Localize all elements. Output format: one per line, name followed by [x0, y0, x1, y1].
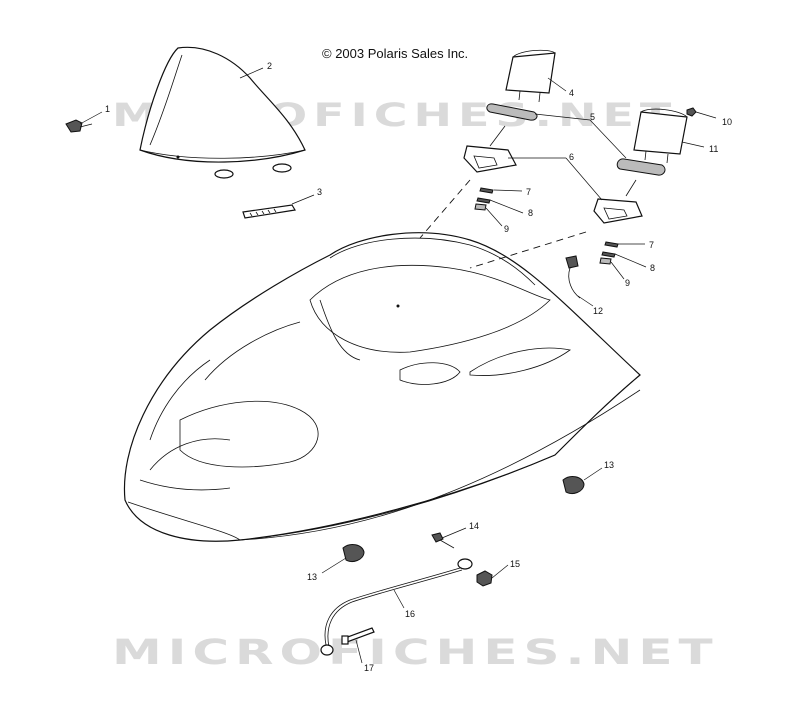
callout-9a: 9 [504, 224, 509, 234]
callout-12: 12 [593, 306, 603, 316]
assembly-lines [419, 125, 637, 269]
leader-lines [79, 67, 717, 664]
screw-part [65, 119, 93, 133]
bolt-part-14 [431, 532, 455, 549]
hardware-set-a [474, 187, 494, 211]
bracket-part-a [463, 145, 517, 173]
windshield-part [139, 46, 306, 179]
latch-part-13a [562, 476, 585, 495]
callout-2: 2 [267, 61, 272, 71]
callout-13b: 13 [307, 572, 317, 582]
watermark-bottom: MICROFICHES.NET [112, 632, 719, 673]
fastener-part-10 [686, 107, 697, 117]
nut-part-15 [476, 570, 493, 587]
callout-15: 15 [510, 559, 520, 569]
callout-10: 10 [722, 117, 732, 127]
callout-8a: 8 [528, 208, 533, 218]
gasket-ring-a [486, 103, 538, 121]
callout-16: 16 [405, 609, 415, 619]
callout-4: 4 [569, 88, 574, 98]
callout-7a: 7 [526, 187, 531, 197]
pin-part-17 [341, 627, 375, 645]
hood-body [123, 232, 641, 542]
callout-labels: 1 2 3 4 5 6 7 8 9 7 8 9 10 11 12 13 13 1… [105, 61, 732, 673]
bracket-part-b [593, 198, 643, 224]
callout-5: 5 [590, 112, 595, 122]
latch-part-13b [342, 544, 365, 563]
gasket-ring-b [616, 158, 666, 176]
tether-part-16 [320, 558, 473, 656]
callout-13a: 13 [604, 460, 614, 470]
callout-6: 6 [569, 152, 574, 162]
connector-part-12 [565, 255, 581, 299]
callout-11: 11 [709, 144, 718, 154]
callout-7b: 7 [649, 240, 654, 250]
gauge-part-11 [633, 108, 688, 164]
callout-17: 17 [364, 663, 374, 673]
hardware-set-b [599, 241, 619, 265]
gauge-part-4 [505, 49, 556, 103]
copyright-text: © 2003 Polaris Sales Inc. [322, 46, 469, 61]
callout-3: 3 [317, 187, 322, 197]
callout-14: 14 [469, 521, 479, 531]
callout-9b: 9 [625, 278, 630, 288]
callout-1: 1 [105, 104, 110, 114]
callout-8b: 8 [650, 263, 655, 273]
tool-part [242, 204, 296, 219]
